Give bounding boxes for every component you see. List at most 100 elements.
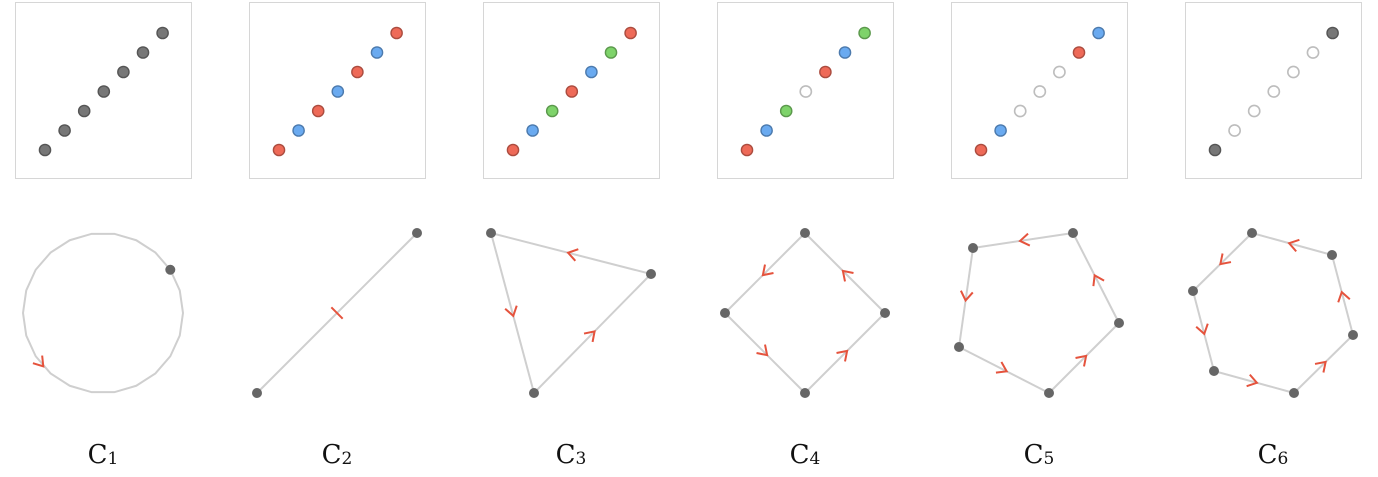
label-letter: C [1258,440,1278,470]
panel-c4-label: C4 [790,440,821,470]
panel-c5-node-4 [1044,388,1054,398]
panel-c2-point-2 [292,124,305,137]
label-letter: C [322,440,342,470]
panel-c6-node-4 [1289,388,1299,398]
panel-c5-node-1 [968,243,978,253]
panel-c5-node-5 [954,342,964,352]
panel-c6-arrow-6 [1219,253,1232,266]
panel-c3-point-4 [565,85,579,98]
panel-c6-label: C6 [1258,440,1289,470]
label-index: 1 [108,449,119,469]
panel-c1-point-3 [77,104,91,118]
panel-c4-node-1 [800,228,810,238]
panel-c4-node-2 [880,308,890,318]
label-index: 4 [810,449,821,469]
panel-c5-node-2 [1068,228,1078,238]
panel-c6-edge-3 [1293,334,1354,394]
panel-c5-node-3 [1114,318,1124,328]
panel-c1: C1 [15,2,192,470]
panel-c6-node-5 [1209,366,1219,376]
panel-c6-node-6 [1188,286,1198,296]
panel-c5-arrow-5 [959,290,974,303]
panel-c4-arrow-1 [841,269,854,282]
panel-c5-point-3 [1013,104,1027,118]
panel-c4: C4 [717,2,894,470]
panel-c3-node-1 [486,228,496,238]
panel-c5-point-5 [1053,65,1066,79]
panel-c3: C3 [483,2,660,470]
panel-c5-arrow-4 [995,361,1009,374]
panel-c5-point-7 [1092,26,1105,40]
panel-c4-edge-3 [724,312,806,394]
panel-c2-label: C2 [322,440,353,470]
panel-c4-arrow-2 [836,349,849,362]
panel-c1-point-1 [38,143,52,157]
panel-c4-point-7 [858,26,871,40]
panel-c4-point-6 [838,46,852,59]
panel-c1-point-5 [117,65,130,79]
panel-c3-point-6 [604,46,618,59]
panel-c2-node-1 [412,228,422,238]
label-letter: C [1024,440,1044,470]
panel-c5: C5 [951,2,1128,470]
panel-c1-loop [21,232,185,394]
panel-c4-edge-2 [804,312,886,394]
panel-c4-arrow-3 [756,344,769,357]
panel-c2-point-7 [390,26,403,40]
panel-c6-point-1 [1208,143,1222,157]
panel-c6-arrow-2 [1337,290,1351,303]
panel-c5-point-6 [1072,46,1086,59]
panel-c5-edge-4 [958,346,1050,394]
panel-c6: C6 [1185,2,1362,470]
panel-c6-point-7 [1326,26,1339,40]
panel-c3-edge-1 [490,232,652,275]
panel-c3-point-2 [526,124,539,137]
panel-c6-point-4 [1267,85,1281,98]
panel-c4-point-2 [760,124,773,137]
panel-c2-tick [330,306,344,320]
panel-c6-edge-4 [1213,370,1295,394]
label-index: 3 [576,449,587,469]
panel-c5-edge-1 [972,232,1074,249]
panel-c2-point-6 [370,46,384,59]
panel-c3-node-3 [529,388,539,398]
panel-c6-arrow-5 [1195,323,1209,336]
panel-c3-point-5 [585,65,598,79]
panel-c5-arrow-2 [1092,273,1105,287]
panel-c3-label: C3 [556,440,587,470]
panel-c1-point-4 [97,85,111,98]
panel-c4-arrow-4 [761,264,774,277]
panel-c2: C2 [249,2,426,470]
panel-c6-arrow-4 [1246,373,1259,388]
panel-c6-arrow-3 [1314,360,1327,373]
panel-c1-node [165,264,176,275]
panel-c5-point-4 [1033,85,1047,98]
panel-c3-node-2 [646,269,656,279]
panel-c2-point-5 [351,65,364,79]
panel-c5-label: C5 [1024,440,1055,470]
panel-c5-arrow-1 [1018,232,1031,247]
panel-c6-edge-6 [1192,232,1253,292]
panel-c3-point-7 [624,26,637,40]
panel-c6-arrow-1 [1287,238,1300,253]
panel-c1-arrow [32,355,45,368]
panel-c5-edge-2 [1072,232,1120,324]
panel-c6-point-5 [1287,65,1300,79]
panel-c2-point-3 [311,104,325,118]
panel-c6-edge-2 [1331,254,1354,336]
panel-c6-node-1 [1247,228,1257,238]
panel-c4-point-4 [799,85,813,98]
panel-c6-node-2 [1327,250,1337,260]
panel-c4-edge-1 [804,232,886,314]
panel-c6-edge-1 [1251,232,1333,256]
panel-c3-edge-2 [533,273,652,394]
panel-c2-point-4 [331,85,345,98]
panel-c5-point-1 [974,143,988,157]
panel-c3-point-1 [506,143,520,157]
panel-c6-edge-5 [1192,290,1215,372]
panel-c2-point-1 [272,143,286,157]
panel-c3-edge-3 [490,232,535,394]
panel-c1-point-7 [156,26,169,40]
